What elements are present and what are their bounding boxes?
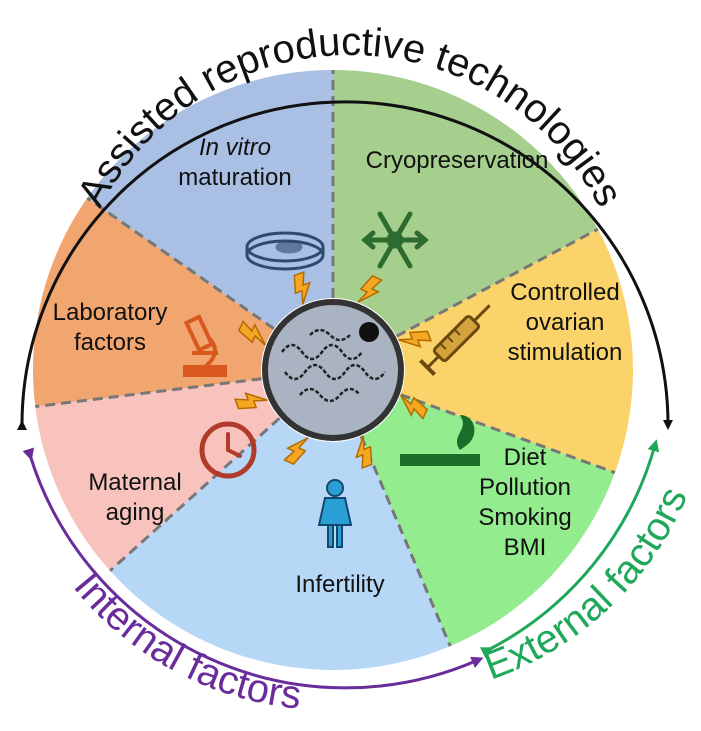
label-line: Maternal [88, 469, 181, 496]
label-line: Diet [504, 444, 547, 471]
label-line: Infertility [295, 571, 384, 598]
art-outer-arrow [16, 100, 673, 431]
lightning-bolt-icon [355, 435, 373, 469]
microscope-icon [183, 314, 227, 377]
label-infertility: Infertility [295, 571, 384, 598]
lightning-bolt-icon [283, 437, 309, 466]
label-line: factors [74, 329, 146, 356]
snowflake-icon [361, 211, 429, 269]
label-controlled-ovarian-stimulation: Controlled ovarian stimulation [508, 279, 623, 366]
label-line: ovarian [526, 309, 605, 336]
lightning-bolt-icon [398, 330, 432, 348]
label-maternal-aging: Maternal aging [88, 469, 181, 526]
art-internal-arrow [22, 447, 484, 690]
label-line: Smoking [478, 504, 571, 531]
label-line: Pollution [479, 474, 571, 501]
label-cryopreservation: Cryopreservation [366, 147, 549, 174]
syringe-icon [418, 304, 491, 377]
woman-icon [317, 479, 353, 548]
lightning-bolt-icon [357, 274, 383, 303]
label-laboratory-factors: Laboratory factors [53, 299, 168, 356]
label-line: In vitro [199, 134, 271, 161]
label-line: maturation [178, 164, 291, 191]
segment-cryopreservation [333, 70, 598, 337]
nucleus-dot [359, 322, 379, 342]
label-line: Cryopreservation [366, 147, 549, 174]
petri-dish-icon [245, 231, 325, 271]
segment-controlled-ovarian-stimulation [396, 229, 633, 473]
lightning-bolt-icon [237, 320, 266, 346]
divider-line [35, 377, 262, 409]
label-line: stimulation [508, 339, 623, 366]
segment-in-vitro-maturation [87, 70, 333, 329]
divider-line [86, 196, 275, 330]
art-external-arrow [479, 439, 660, 659]
dna-strands [280, 328, 387, 403]
label-line: aging [106, 499, 165, 526]
cigarette-icon [400, 415, 480, 466]
center-disc [262, 299, 404, 441]
label-line: Controlled [510, 279, 619, 306]
lightning-bolt-icon [293, 271, 311, 305]
label-in-vitro-maturation: In vitro maturation [178, 134, 291, 191]
lightning-bolt-icon [400, 394, 429, 420]
label-line: BMI [504, 534, 547, 561]
divider-line [400, 393, 616, 475]
lightning-bolt-icon [234, 392, 268, 410]
lightning-bolts [234, 271, 432, 469]
divider-line [395, 227, 599, 338]
clock-icon [199, 421, 257, 479]
label-line: Laboratory [53, 299, 168, 326]
